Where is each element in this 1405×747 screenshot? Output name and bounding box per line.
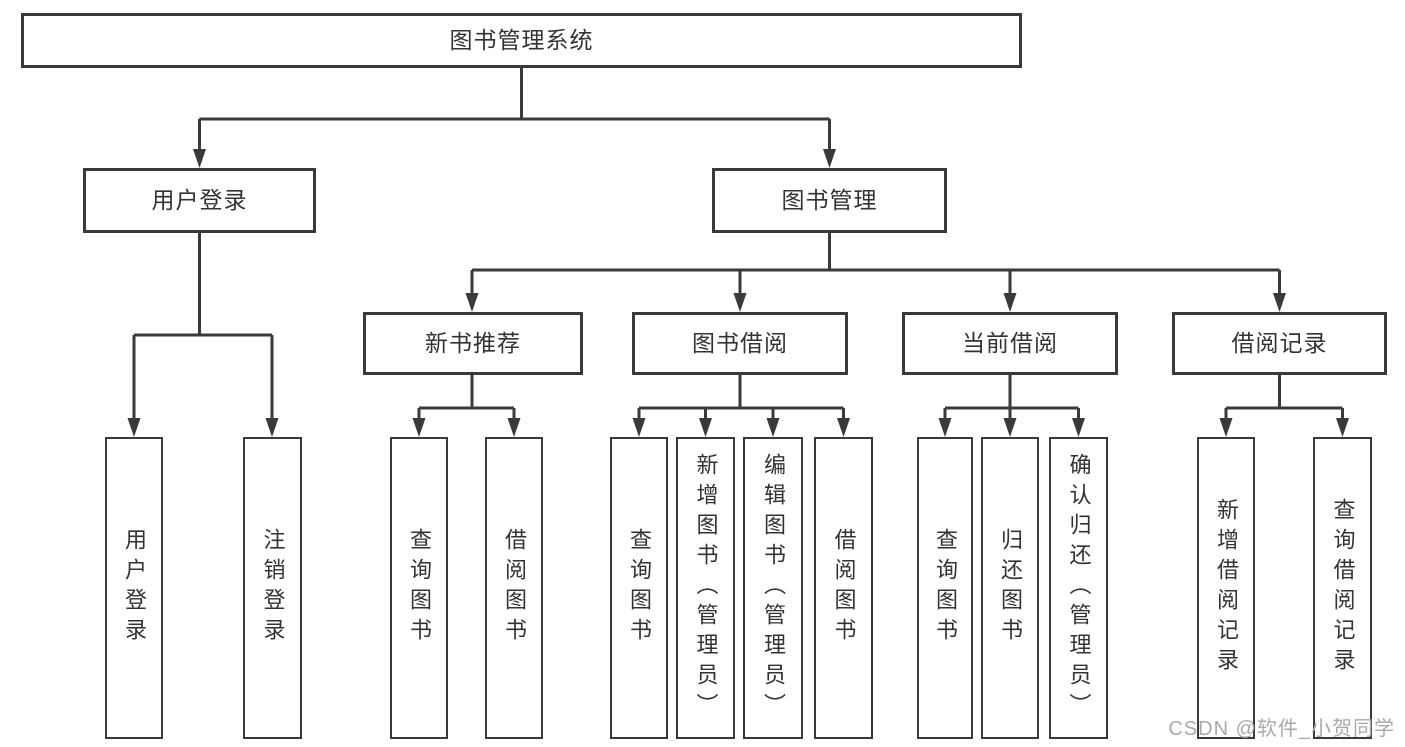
leaf-recommend-query-books: 查询图书 bbox=[390, 437, 448, 739]
node-borrow-records: 借阅记录 bbox=[1172, 312, 1387, 375]
node-book-borrow: 图书借阅 bbox=[632, 312, 848, 375]
node-new-book-recommend: 新书推荐 bbox=[363, 312, 583, 375]
node-library-system: 图书管理系统 bbox=[21, 13, 1022, 68]
node-user-login: 用户登录 bbox=[83, 168, 316, 233]
leaf-borrow-query-books: 查询图书 bbox=[610, 437, 668, 739]
leaf-user-login: 用户登录 bbox=[105, 437, 163, 739]
leaf-add-borrow-record: 新增借阅记录 bbox=[1197, 437, 1255, 739]
node-current-borrow: 当前借阅 bbox=[902, 312, 1118, 375]
leaf-borrow-books: 借阅图书 bbox=[814, 437, 873, 739]
leaf-recommend-borrow-books: 借阅图书 bbox=[485, 437, 543, 739]
leaf-logout: 注销登录 bbox=[243, 437, 302, 739]
leaf-confirm-return-admin: 确认归还（管理员） bbox=[1049, 437, 1108, 739]
leaf-add-books-admin: 新增图书（管理员） bbox=[676, 437, 735, 739]
leaf-return-books: 归还图书 bbox=[981, 437, 1039, 739]
node-book-management: 图书管理 bbox=[712, 168, 947, 233]
csdn-watermark: CSDN @软件_小贺同学 bbox=[1168, 718, 1395, 740]
leaf-query-borrow-record: 查询借阅记录 bbox=[1313, 437, 1372, 739]
leaf-edit-books-admin: 编辑图书（管理员） bbox=[743, 437, 803, 739]
leaf-current-query-books: 查询图书 bbox=[917, 437, 973, 739]
arrowheads bbox=[127, 149, 1349, 437]
